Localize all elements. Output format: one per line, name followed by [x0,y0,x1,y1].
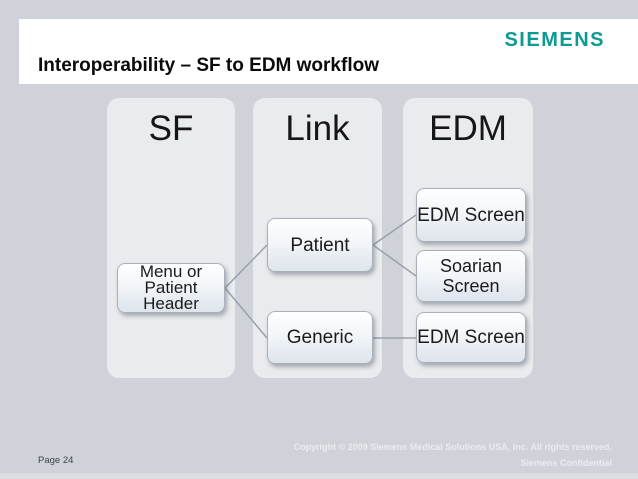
column-edm-title: EDM [429,109,507,148]
slide-header: Interoperability – SF to EDM workflow SI… [19,19,638,84]
node-edm-screen-top: EDM Screen [416,188,526,242]
node-patient: Patient [267,218,373,272]
node-generic: Generic [267,311,373,364]
node-label: EDM Screen [417,327,525,348]
column-sf-title: SF [148,109,194,148]
node-label: Patient [290,234,350,256]
bottom-strip [0,473,638,479]
column-sf: SF [107,98,235,378]
confidential-text: Siemens Confidential [520,458,612,468]
copyright-text: Copyright © 2009 Siemens Medical Solutio… [293,442,612,452]
page-number: Page 24 [38,455,74,466]
node-label: Menu or Patient Header [139,262,203,313]
node-edm-screen-bottom: EDM Screen [416,312,526,363]
node-menu-or-patient-header: Menu or Patient Header [117,263,225,313]
siemens-logo: SIEMENS [504,29,605,51]
node-label: Generic [286,327,354,348]
node-soarian-screen: Soarian Screen [416,250,526,302]
column-link-title: Link [285,109,350,148]
node-label: Soarian Screen [439,256,503,296]
node-label: EDM Screen [417,204,525,226]
page-title: Interoperability – SF to EDM workflow [38,55,379,76]
